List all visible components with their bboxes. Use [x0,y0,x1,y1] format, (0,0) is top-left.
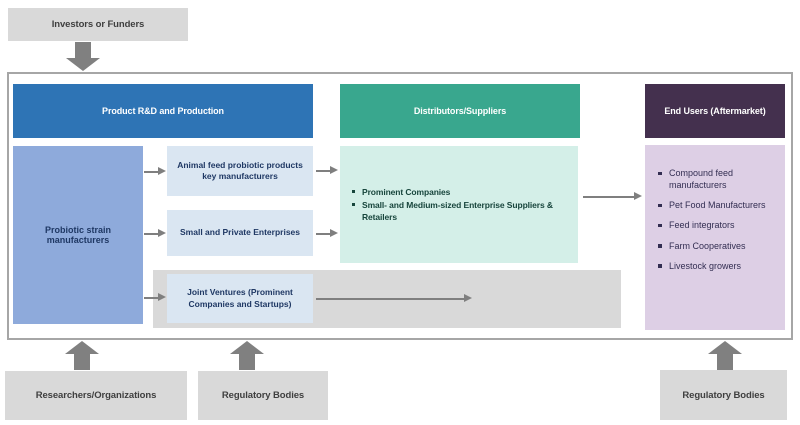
investors-box: Investors or Funders [8,8,188,41]
header-endusers-label: End Users (Aftermarket) [664,106,766,116]
list-item: Livestock growers [655,260,771,272]
up-arrow-icon [230,341,264,370]
header-production-label: Product R&D and Production [102,106,224,116]
header-distributors-label: Distributors/Suppliers [413,106,507,116]
header-end-users: End Users (Aftermarket) [645,84,785,138]
joint-ventures-label: Joint Ventures (Prominent Companies and … [187,287,293,309]
up-arrow-icon [65,341,99,370]
down-arrow-icon [66,42,100,71]
small-private-label: Small and Private Enterprises [180,227,300,238]
key-manufacturers-box: Animal feed probiotic products key manuf… [167,146,313,196]
investors-label: Investors or Funders [51,19,145,30]
arrow-distributors-to-end-users [583,193,642,200]
regulatory-bodies-box-production: Regulatory Bodies [198,371,328,420]
joint-ventures-box: Joint Ventures (Prominent Companies and … [167,274,313,323]
arrow-head [66,58,100,71]
list-item: Pet Food Manufacturers [655,199,771,211]
small-private-enterprises-box: Small and Private Enterprises [167,210,313,256]
probiotic-strain-manufacturers-box: Probiotic strain manufacturers [13,146,143,324]
list-item: Farm Cooperatives [655,240,771,252]
arrow-strain-to-joint-ventures [144,294,166,301]
arrow-shaft [75,42,91,58]
arrow-shaft [239,354,255,370]
arrow-strain-to-key-manufacturers [144,168,166,175]
arrow-head [230,341,264,354]
strain-manufacturers-label: Probiotic strain manufacturers [44,225,111,245]
regulatory-bodies-box-end-users: Regulatory Bodies [660,370,787,420]
header-product-rd-production: Product R&D and Production [13,84,313,138]
researchers-label: Researchers/Organizations [35,390,157,401]
list-item: Prominent Companies [350,186,566,198]
key-manufacturers-label: Animal feed probiotic products key manuf… [177,159,303,181]
arrow-head [65,341,99,354]
arrow-joint-ventures-forward [316,295,472,302]
arrow-shaft [74,354,90,370]
up-arrow-icon [708,341,742,370]
arrow-shaft [717,354,733,370]
researchers-organizations-box: Researchers/Organizations [5,371,187,420]
arrow-strain-to-small-private [144,230,166,237]
arrow-head [708,341,742,354]
arrow-key-manufacturers-to-distributors [316,167,338,174]
regulatory-right-label: Regulatory Bodies [682,389,765,401]
arrow-small-private-to-distributors [316,230,338,237]
list-item: Small- and Medium-sized Enterprise Suppl… [350,199,566,224]
list-item: Compound feed manufacturers [655,167,771,191]
header-distributors-suppliers: Distributors/Suppliers [340,84,580,138]
list-item: Feed integrators [655,219,771,231]
regulatory-left-label: Regulatory Bodies [221,390,305,401]
